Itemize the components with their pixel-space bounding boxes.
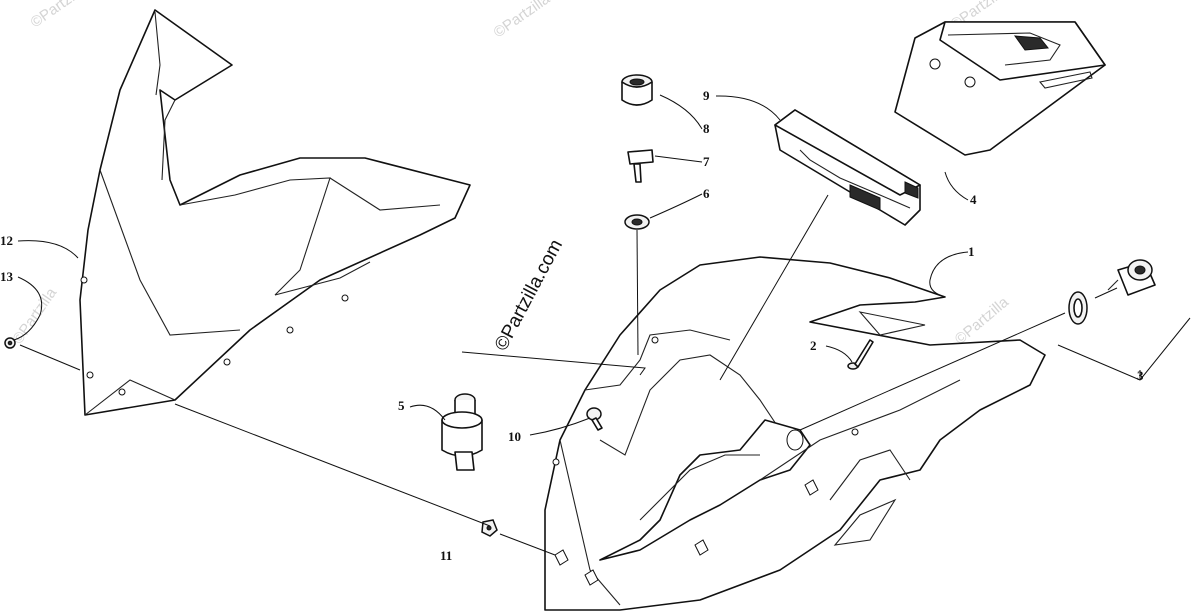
watermark: ©Partzilla (28, 0, 91, 31)
key-cap-part-8 (621, 74, 653, 106)
nut-part-13 (4, 337, 16, 349)
callout-11: 11 (440, 548, 452, 563)
callout-7: 7 (703, 154, 710, 169)
callout-3: 3 (1137, 368, 1144, 383)
callout-8: 8 (703, 121, 710, 136)
callout-1: 1 (968, 244, 975, 259)
windshield-part-12 (79, 9, 471, 416)
callout-2: 2 (810, 338, 817, 353)
watermark: ©Partzilla (491, 0, 554, 41)
switch-part-5 (441, 393, 483, 471)
module-part-9 (774, 109, 921, 226)
socket-part-3 (1068, 259, 1156, 325)
callout-6: 6 (703, 186, 710, 201)
key-part-7 (627, 149, 654, 183)
hood-part-1 (544, 256, 1046, 611)
callout-12: 12 (0, 233, 13, 248)
callout-13: 13 (0, 269, 14, 284)
watermark: ©Partzilla (9, 284, 60, 347)
grommet-part-6 (624, 214, 650, 230)
callout-9: 9 (703, 88, 710, 103)
screw-part-2 (847, 339, 874, 370)
screw-part-10 (586, 407, 603, 431)
leader-lines (13, 94, 1191, 556)
cover-part-4 (894, 21, 1106, 156)
callout-5: 5 (398, 398, 405, 413)
nut-part-11 (481, 519, 498, 537)
callout-10: 10 (508, 429, 521, 444)
callouts: 1 2 3 4 5 6 7 8 9 10 11 12 13 (0, 88, 1144, 563)
callout-4: 4 (970, 192, 977, 207)
brand-text: ©Partzilla.com (491, 236, 567, 354)
